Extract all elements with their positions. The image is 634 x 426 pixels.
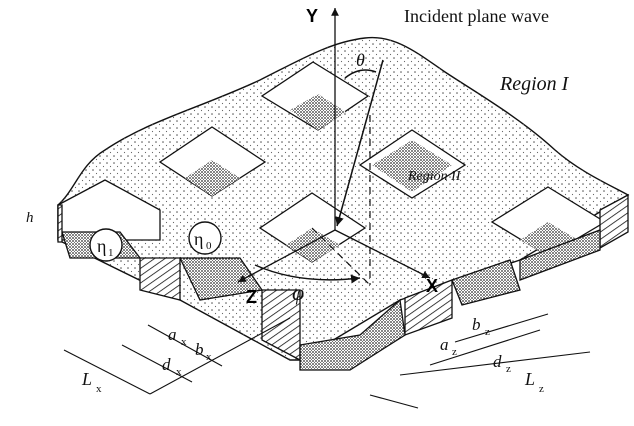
phi-label: φ <box>292 280 304 305</box>
region-2-label: Region II <box>407 169 462 184</box>
incident-wave-arrow <box>254 59 384 284</box>
svg-text:x: x <box>206 351 212 363</box>
svg-text:a: a <box>440 335 449 354</box>
dimension-labels: a x b x d x L x a z b z d z L z <box>81 315 544 395</box>
height-label: h <box>26 210 34 226</box>
region-1-label: Region I <box>499 73 570 95</box>
theta-label: θ <box>356 50 365 70</box>
svg-text:a: a <box>168 325 177 344</box>
svg-text:x: x <box>181 336 187 348</box>
front-right-face <box>299 193 629 371</box>
svg-text:b: b <box>472 315 481 334</box>
svg-text:z: z <box>539 383 544 395</box>
x-axis-label: X <box>426 276 438 296</box>
svg-text:x: x <box>96 383 102 395</box>
y-axis-label: Y <box>306 6 318 26</box>
eta-labels: η 1 η 0 <box>89 221 222 262</box>
diagram-title: Incident plane wave <box>404 6 549 26</box>
svg-text:d: d <box>162 355 171 374</box>
svg-text:z: z <box>485 326 490 338</box>
svg-text:L: L <box>81 369 92 389</box>
svg-text:L: L <box>524 369 535 389</box>
svg-text:η: η <box>97 236 106 256</box>
svg-text:1: 1 <box>108 247 114 259</box>
svg-text:η: η <box>194 229 203 249</box>
dimension-lines <box>63 313 591 409</box>
coordinate-axes <box>237 8 431 283</box>
svg-text:x: x <box>176 366 182 378</box>
svg-text:z: z <box>506 363 511 375</box>
svg-text:b: b <box>195 340 204 359</box>
svg-text:d: d <box>493 352 502 371</box>
svg-text:z: z <box>452 346 457 358</box>
z-axis-label: Z <box>246 287 257 307</box>
svg-text:0: 0 <box>206 240 212 252</box>
